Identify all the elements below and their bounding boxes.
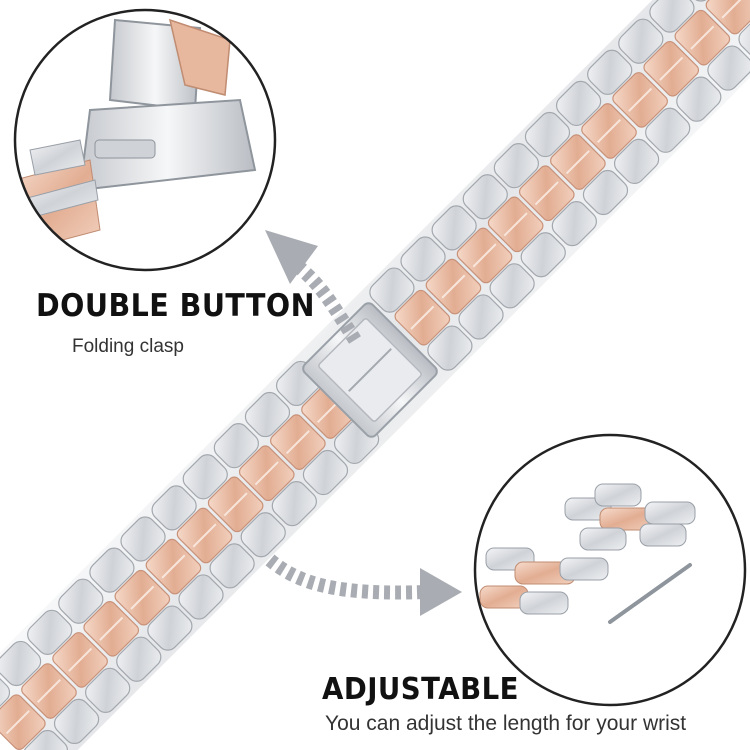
band-link: [587, 49, 691, 153]
band-link: [680, 0, 750, 60]
adjustable-links-inset: [473, 433, 747, 707]
band-link: [431, 205, 535, 309]
feature-subtitle-clasp: Folding clasp: [72, 336, 184, 357]
removed-link-upper: [564, 483, 696, 551]
band-link: [89, 547, 193, 651]
clasp-closeup-inset: [13, 8, 277, 272]
band-link: [182, 454, 286, 558]
band-link: [400, 236, 504, 340]
band-link: [27, 609, 131, 713]
band-link: [0, 640, 100, 745]
band-links-lower: [0, 360, 380, 750]
link-pin: [608, 563, 692, 624]
feature-title-adjust: ADJUSTABLE: [322, 672, 519, 707]
band-link: [524, 111, 629, 216]
feature-title-clasp: DOUBLE BUTTON: [36, 288, 315, 324]
band-link: [618, 18, 722, 122]
band-link: [244, 391, 349, 496]
band-link: [555, 80, 660, 185]
band-link: [462, 174, 566, 278]
arrow-to-adjust-inset: [265, 554, 462, 616]
band-link: [58, 578, 162, 682]
band-link: [493, 143, 597, 247]
band-link: [649, 0, 750, 91]
band-link: [151, 485, 255, 589]
arrow-to-clasp-inset: [265, 230, 361, 344]
feature-subtitle-adjust: You can adjust the length for your wrist: [325, 712, 687, 735]
band-links-upper: [369, 0, 750, 371]
folding-clasp: [302, 302, 438, 438]
removed-link-lower: [479, 547, 609, 615]
band-link: [213, 423, 317, 527]
band-link: [120, 516, 224, 620]
band-link: [0, 671, 69, 750]
band-link: [369, 267, 473, 371]
